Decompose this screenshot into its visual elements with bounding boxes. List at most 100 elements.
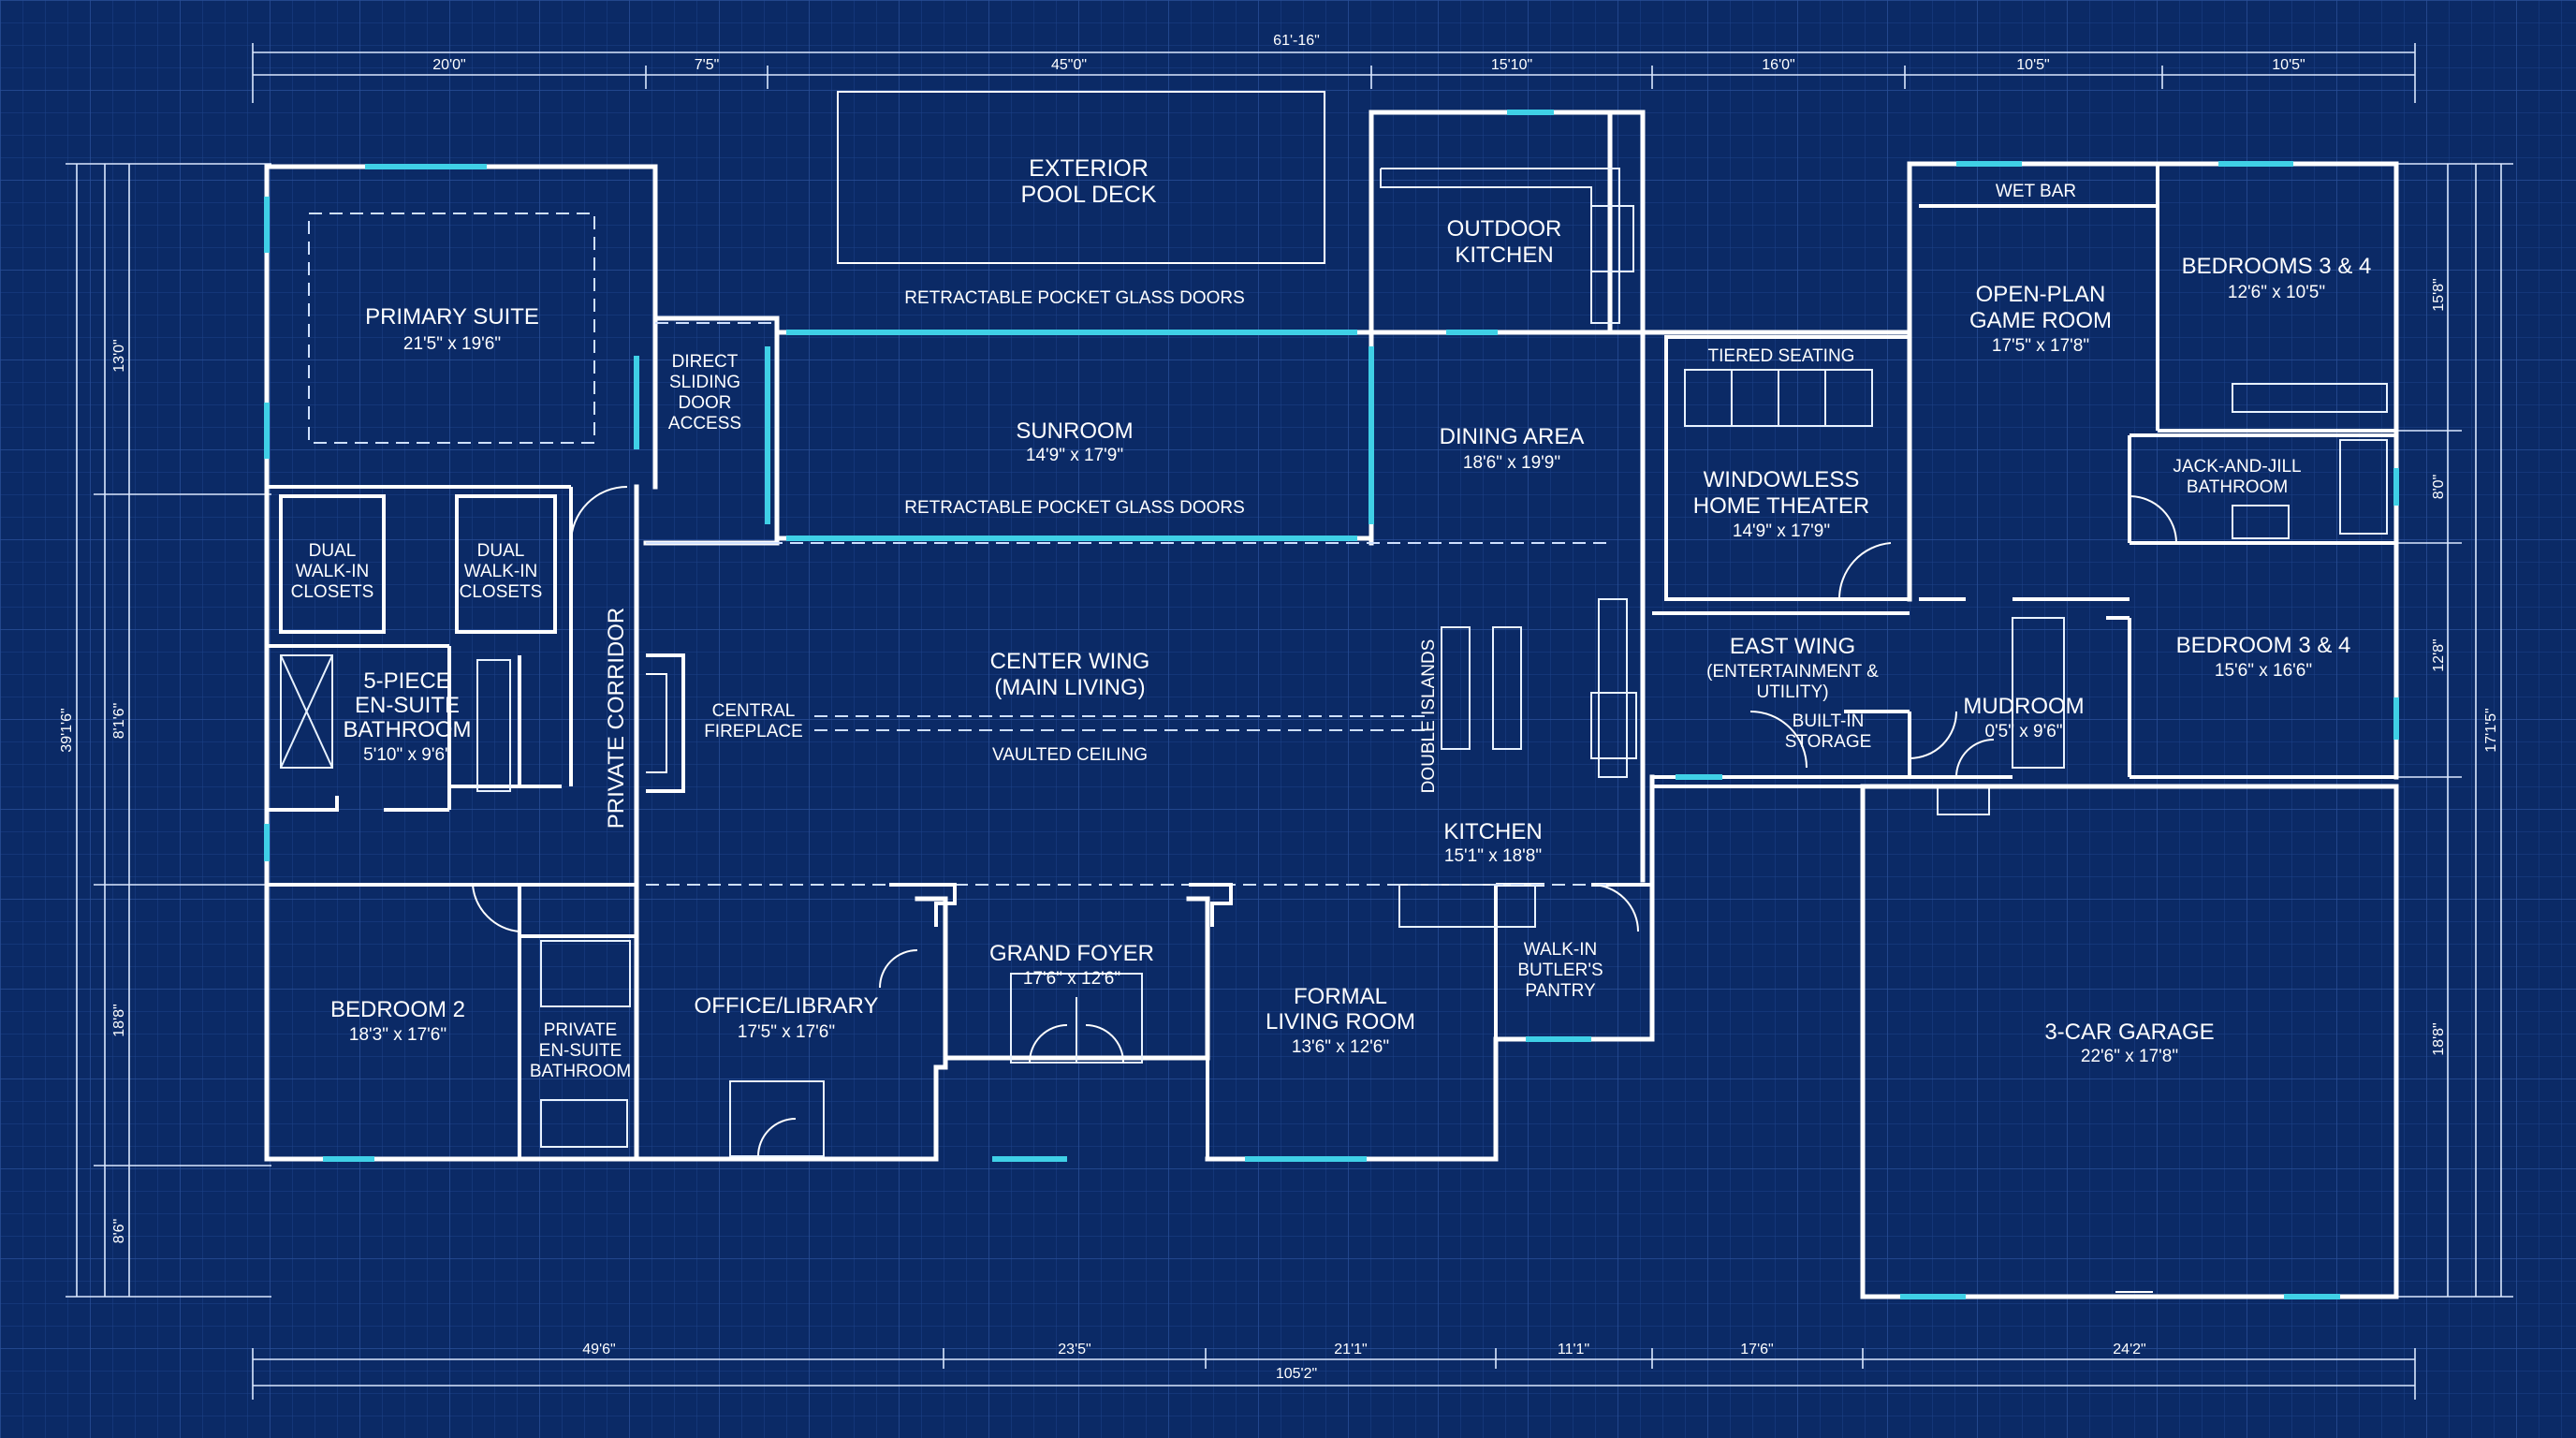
- ensuite-size: 5'10" x 9'6": [363, 745, 451, 765]
- windows: [264, 110, 2399, 1299]
- dim-right-seg: 8'0": [2431, 475, 2447, 500]
- direct-sliding-line4: ACCESS: [668, 414, 741, 433]
- dim-top-overall: 61'-16": [1273, 33, 1320, 49]
- grand-foyer-name: GRAND FOYER: [989, 941, 1154, 966]
- dimension-lines: [66, 43, 2513, 1400]
- game-room-line2: GAME ROOM: [1969, 308, 2112, 333]
- sunroom-name: SUNROOM: [1016, 418, 1133, 444]
- kitchen-size: 15'1" x 18'8": [1444, 846, 1542, 866]
- home-theater-line2: HOME THEATER: [1693, 493, 1869, 519]
- pool-deck-line1: EXTERIOR: [1029, 155, 1149, 182]
- dim-right-overall: 17'1'5": [2483, 708, 2499, 752]
- center-wing-line2: (MAIN LIVING): [994, 675, 1145, 700]
- closet-left-line1: DUAL: [309, 541, 357, 561]
- retractable-doors-bottom: RETRACTABLE POCKET GLASS DOORS: [904, 498, 1245, 518]
- closet-left-line2: WALK-IN: [296, 562, 369, 581]
- dim-bottom-seg: 17'6": [1740, 1342, 1773, 1357]
- vaulted-ceiling-note: VAULTED CEILING: [992, 745, 1148, 765]
- walls: [264, 91, 2399, 1299]
- built-in-storage-line2: STORAGE: [1785, 732, 1872, 752]
- formal-living-line2: LIVING ROOM: [1266, 1009, 1415, 1034]
- bedroom-34-bottom-size: 15'6" x 16'6": [2215, 661, 2312, 681]
- mudroom-name: MUDROOM: [1963, 694, 2084, 719]
- dim-top-seg: 10'5": [2272, 57, 2305, 73]
- direct-sliding-line3: DOOR: [679, 393, 732, 413]
- private-bath-line1: PRIVATE: [544, 1020, 617, 1040]
- dim-right-seg: 18'8": [2431, 1022, 2447, 1055]
- private-bath-line2: EN-SUITE: [539, 1041, 622, 1061]
- game-room-line1: OPEN-PLAN: [1976, 282, 2106, 307]
- dim-bottom-seg: 23'5": [1058, 1342, 1090, 1357]
- office-name: OFFICE/LIBRARY: [695, 993, 879, 1019]
- private-corridor-label: PRIVATE CORRIDOR: [604, 608, 629, 829]
- bedroom-34-bottom-name: BEDROOM 3 & 4: [2176, 633, 2351, 658]
- private-bath-line3: BATHROOM: [530, 1062, 631, 1081]
- dim-left-seg: 13'0": [111, 339, 127, 372]
- bedrooms-34-top-name: BEDROOMS 3 & 4: [2182, 254, 2372, 279]
- home-theater-size: 14'9" x 17'9": [1733, 521, 1830, 541]
- primary-suite-size: 21'5" x 19'6": [403, 334, 501, 354]
- ensuite-line1: 5-PIECE: [363, 668, 450, 694]
- dimension-texts: 61'-16" 20'0" 7'5" 45"0" 15'10" 16'0" 10…: [59, 33, 2499, 1382]
- dim-right-seg: 12'8": [2431, 638, 2447, 671]
- east-wing-line1: EAST WING: [1730, 634, 1855, 659]
- dining-size: 18'6" x 19'9": [1463, 453, 1560, 473]
- dim-left-seg: 8'6": [111, 1219, 127, 1244]
- closet-left-line3: CLOSETS: [291, 582, 374, 602]
- ensuite-line2: EN-SUITE: [355, 693, 460, 718]
- tiered-seating-label: TIERED SEATING: [1708, 346, 1855, 366]
- game-room-size: 17'5" x 17'8": [1992, 336, 2089, 356]
- pool-deck-line2: POOL DECK: [1021, 182, 1157, 208]
- dim-bottom-seg: 11'1": [1558, 1342, 1589, 1357]
- home-theater-line1: WINDOWLESS: [1704, 467, 1860, 492]
- formal-living-size: 13'6" x 12'6": [1292, 1037, 1389, 1057]
- central-fireplace-line2: FIREPLACE: [704, 722, 803, 741]
- dim-left-seg: 8'1'6": [111, 703, 127, 739]
- garage-size: 22'6" x 17'8": [2081, 1047, 2178, 1066]
- mudroom-size: 0'5" x 9'6": [1984, 722, 2062, 741]
- jack-jill-line1: JACK-AND-JILL: [2173, 457, 2301, 477]
- wet-bar-label: WET BAR: [1996, 182, 2076, 201]
- dim-top-seg: 20'0": [432, 57, 465, 73]
- direct-sliding-line1: DIRECT: [672, 352, 739, 372]
- retractable-doors-top: RETRACTABLE POCKET GLASS DOORS: [904, 288, 1245, 308]
- dim-left-seg: 18'8": [111, 1004, 127, 1036]
- built-in-storage-line1: BUILT-IN: [1793, 712, 1865, 731]
- dim-top-seg: 10'5": [2016, 57, 2049, 73]
- sunroom-size: 14'9" x 17'9": [1026, 446, 1123, 465]
- outdoor-kitchen-line2: KITCHEN: [1455, 242, 1553, 268]
- pantry-line1: WALK-IN: [1524, 940, 1597, 960]
- closet-right-line1: DUAL: [477, 541, 525, 561]
- central-fireplace-line1: CENTRAL: [712, 701, 796, 721]
- pantry-line2: BUTLER'S: [1517, 961, 1603, 980]
- grand-foyer-size: 17'6" x 12'6": [1023, 969, 1120, 989]
- room-labels: EXTERIOR POOL DECK PRIMARY SUITE 21'5" x…: [291, 155, 2372, 1081]
- closet-right-line2: WALK-IN: [464, 562, 537, 581]
- dim-top-seg: 16'0": [1762, 57, 1794, 73]
- garage-name: 3-CAR GARAGE: [2044, 1020, 2214, 1045]
- bedroom2-size: 18'3" x 17'6": [349, 1025, 446, 1045]
- formal-living-line1: FORMAL: [1294, 984, 1387, 1009]
- pantry-line3: PANTRY: [1525, 981, 1596, 1001]
- direct-sliding-line2: SLIDING: [669, 373, 740, 392]
- door-swings: [472, 486, 2177, 1157]
- bedroom2-name: BEDROOM 2: [330, 997, 465, 1022]
- office-size: 17'5" x 17'6": [738, 1022, 835, 1042]
- center-wing-line1: CENTER WING: [990, 649, 1150, 674]
- dining-name: DINING AREA: [1440, 424, 1585, 449]
- closet-right-line3: CLOSETS: [460, 582, 543, 602]
- dim-bottom-seg: 24'2": [2113, 1342, 2145, 1357]
- dim-top-seg: 7'5": [695, 57, 720, 73]
- ensuite-line3: BATHROOM: [344, 717, 472, 742]
- outdoor-kitchen-line1: OUTDOOR: [1447, 216, 1562, 242]
- dim-right-seg: 15'8": [2431, 278, 2447, 311]
- east-wing-line2: (ENTERTAINMENT &: [1706, 662, 1879, 682]
- kitchen-name: KITCHEN: [1443, 819, 1542, 844]
- dim-bottom-seg: 21'1": [1334, 1342, 1367, 1357]
- dim-bottom-seg: 49'6": [582, 1342, 615, 1357]
- jack-jill-line2: BATHROOM: [2187, 477, 2288, 497]
- dim-bottom-overall: 105'2": [1276, 1366, 1317, 1382]
- dim-top-seg: 15'10": [1491, 57, 1532, 73]
